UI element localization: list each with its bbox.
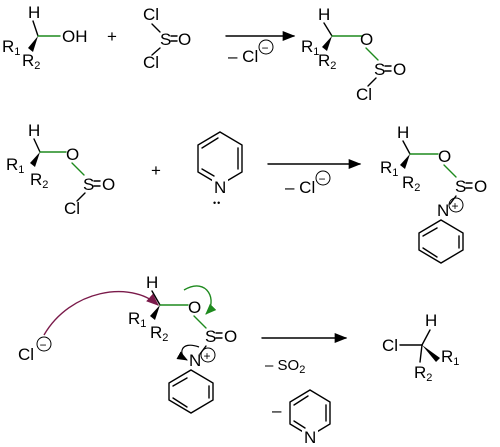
cl-label: Cl	[143, 53, 159, 72]
pyridine-molecule: N ••	[197, 131, 243, 208]
o-label: O	[188, 298, 201, 317]
n-label: N	[437, 201, 449, 220]
plus-sign: +	[107, 27, 117, 46]
cl-label: Cl	[143, 5, 159, 24]
lone-pair: ••	[213, 198, 221, 208]
h-label: H	[28, 121, 40, 140]
h-label: H	[318, 5, 330, 24]
s-label: S	[160, 30, 171, 49]
h-label: H	[146, 273, 158, 292]
r1-label: R1	[441, 347, 459, 368]
s-label: S	[455, 177, 466, 196]
n-label: N	[189, 351, 201, 370]
r2-label: R2	[30, 170, 48, 191]
svg-text:– Cl: – Cl	[228, 47, 258, 66]
h-label: H	[397, 123, 409, 142]
plus-sign: +	[151, 161, 161, 180]
r2-label: R2	[22, 51, 40, 72]
o-label: O	[474, 177, 487, 196]
wedge-bond	[28, 36, 38, 52]
svg-text:+: +	[204, 349, 211, 363]
n-label: N	[304, 428, 316, 447]
o-label: O	[224, 327, 237, 346]
cl-label: Cl	[382, 336, 398, 355]
o-label: O	[66, 145, 79, 164]
r2-label: R2	[402, 173, 420, 194]
svg-text:+: +	[452, 199, 459, 213]
n-label: N	[214, 178, 226, 197]
chloride-ion-label: Cl	[18, 345, 34, 364]
o-label: O	[102, 175, 115, 194]
r1-label: R1	[2, 37, 20, 58]
r2-label: R2	[318, 51, 336, 72]
alcohol-molecule: H OH R1 R2	[2, 3, 88, 72]
r2-label: R2	[414, 363, 432, 384]
r1-label: R1	[128, 309, 146, 330]
minus-chloride-label: – Cl −	[285, 170, 331, 197]
svg-text:−: −	[319, 172, 326, 186]
pyridine-byproduct: N	[289, 389, 331, 447]
curved-arrow-o-s-cleavage	[183, 285, 217, 315]
chlorosulfite-intermediate: H O R1 R2 S O Cl	[301, 5, 406, 104]
h-label: H	[28, 3, 40, 22]
h-label: H	[425, 311, 437, 330]
chlorosulfite-reactant: H O R1 R2 S O Cl	[6, 121, 115, 218]
r1-label: R1	[380, 158, 398, 179]
o-label: O	[360, 30, 373, 49]
svg-text:−: −	[262, 41, 269, 55]
negative-charge-icon	[36, 336, 52, 352]
r1-label: R1	[301, 37, 319, 58]
cl-label: Cl	[356, 85, 372, 104]
curved-arrow-chloride-attack	[43, 290, 159, 336]
o-label: O	[393, 60, 406, 79]
r1-label: R1	[6, 155, 24, 176]
minus-sign: –	[272, 401, 282, 420]
alkyl-chloride-product: Cl H R1 R2	[382, 311, 459, 384]
s-label: S	[205, 327, 216, 346]
o-label: O	[438, 147, 451, 166]
pyridinium-substrate: H O R1 R2 S O N +	[128, 273, 237, 414]
negative-charge-sign: −	[40, 338, 47, 352]
s-label: S	[374, 60, 385, 79]
pyridinium-intermediate: H O R1 R2 S O N +	[380, 123, 487, 264]
curved-arrow-n-s-cleavage	[176, 344, 200, 361]
minus-chloride-label: – Cl −	[228, 39, 274, 66]
r2-label: R2	[150, 323, 168, 344]
cl-label: Cl	[64, 199, 80, 218]
s-label: S	[83, 175, 94, 194]
minus-so2-label: – SO2	[265, 357, 305, 376]
svg-text:– Cl: – Cl	[285, 178, 315, 197]
thionyl-chloride-molecule: Cl S O Cl	[143, 5, 191, 72]
o-label: O	[178, 30, 191, 49]
oh-label: OH	[62, 27, 88, 46]
